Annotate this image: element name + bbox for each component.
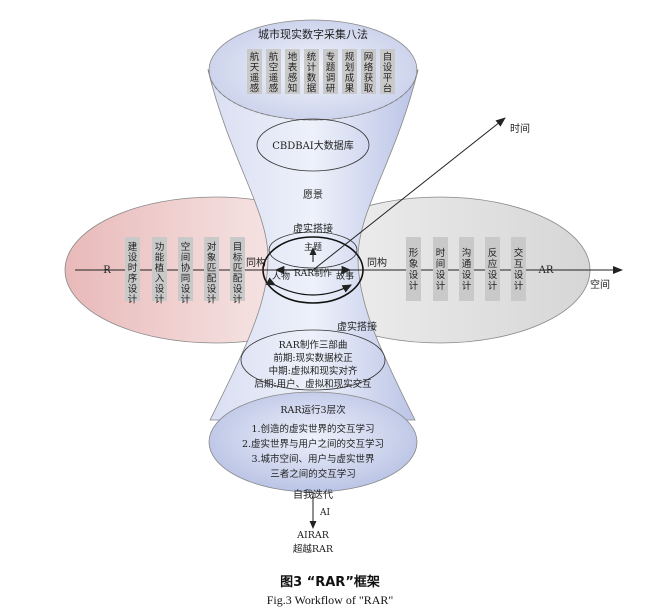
method-label: 专题调研 [326, 51, 336, 95]
method-box [323, 49, 338, 94]
database-label: CBDBAI大数据库 [272, 139, 354, 152]
right-item-box [485, 237, 500, 301]
left-item-box [125, 237, 140, 301]
right-item-label: 沟通设计 [462, 247, 472, 292]
super-rar-label: 超越RAR [293, 543, 334, 555]
right-item-group [406, 237, 526, 301]
funnel-body [207, 69, 419, 421]
virtual-real-lower-label: 虚实搭接 [337, 320, 377, 333]
figure-caption-en: Fig.3 Workflow of "RAR" [267, 593, 394, 607]
method-box [247, 49, 262, 94]
method-box [361, 49, 376, 94]
method-label: 航天遥感 [250, 51, 260, 95]
method-box [266, 49, 281, 94]
method-box [285, 49, 300, 94]
theme-ellipse [268, 231, 358, 269]
method-label: 航空遥感 [269, 51, 279, 95]
space-axis-label: 空间 [590, 278, 610, 291]
three-levels-line: 2.虚实世界与用户之间的交互学习 [242, 438, 384, 450]
ai-label: AI [319, 508, 330, 518]
right-item-label: 时间设计 [436, 247, 446, 292]
right-item-box [433, 237, 448, 301]
rar-make-label: RAR制作 [294, 267, 332, 279]
people-label: 人物 [272, 270, 290, 282]
virtual-real-upper-label: 虚实搭接 [293, 222, 333, 235]
left-item-box [230, 237, 245, 301]
three-levels-title: RAR运行3层次 [280, 404, 346, 416]
right-item-box [511, 237, 526, 301]
top-title: 城市现实数字采集八法 [258, 27, 368, 41]
right-item-label: 形象设计 [409, 247, 419, 292]
method-label: 统计数据 [307, 51, 317, 95]
method-box [304, 49, 319, 94]
left-same-label: 同构 [246, 256, 266, 269]
right-item-label: 反应设计 [488, 248, 498, 292]
ar-label: AR [538, 265, 554, 276]
three-parts-line: 前期:现实数据校正 [273, 352, 353, 364]
left-item-label: 功能植入设计 [155, 242, 165, 306]
left-item-box [178, 237, 193, 301]
three-parts-line: 中期:虚拟和现实对齐 [269, 365, 358, 377]
method-box [342, 49, 357, 94]
figure-caption-cn: 图3 “RAR”框架 [280, 574, 380, 590]
three-parts-title: RAR制作三部曲 [279, 339, 348, 351]
left-item-label: 目标匹配设计 [233, 242, 243, 306]
left-item-label: 空间协同设计 [181, 241, 191, 306]
three-levels-line: 三者之间的交互学习 [270, 468, 356, 480]
right-same-label: 同构 [367, 256, 387, 269]
left-item-label: 建设时序设计 [128, 241, 138, 306]
method-label: 规划成果 [345, 52, 355, 95]
three-levels-line: 3.城市空间、用户与虚实世界 [251, 453, 375, 465]
method-label: 自设平台 [383, 51, 393, 95]
self-iteration-label: 自我迭代 [293, 488, 333, 501]
r-label: R [103, 265, 111, 276]
left-item-label: 对象匹配设计 [207, 241, 217, 306]
three-parts-line: 后期:用户、虚拟和现实交互 [254, 378, 372, 390]
method-group [247, 49, 395, 94]
right-item-box [406, 237, 421, 301]
method-box [380, 49, 395, 94]
time-axis [312, 117, 506, 271]
airar-label: AIRAR [296, 530, 330, 541]
three-levels-line: 1.创造的虚实世界的交互学习 [251, 423, 374, 435]
theme-label: 主题 [304, 241, 322, 253]
method-label: 网络获取 [364, 52, 374, 95]
left-item-box [204, 237, 219, 301]
right-item-label: 交互设计 [514, 247, 524, 292]
method-label: 地表感知 [288, 51, 298, 95]
database-ellipse [256, 118, 370, 172]
right-item-box [459, 237, 474, 301]
story-label: 故事 [336, 270, 354, 282]
time-axis-label: 时间 [510, 122, 530, 135]
three-parts-ellipse [240, 329, 386, 391]
left-item-group [125, 237, 245, 301]
vision-label: 愿景 [303, 189, 323, 201]
left-item-box [152, 237, 167, 301]
